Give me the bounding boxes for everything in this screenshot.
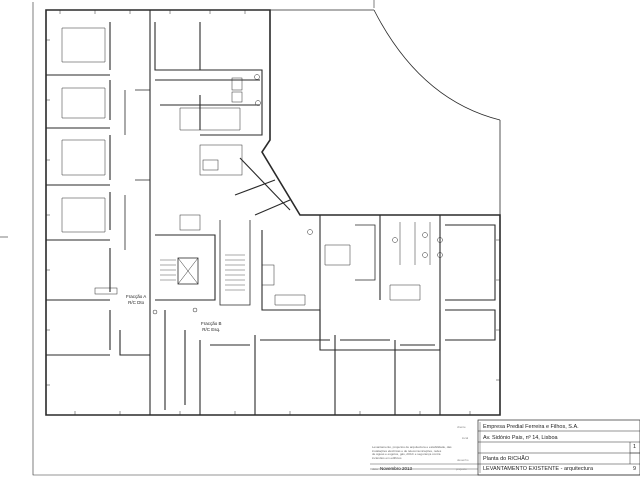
window-marks xyxy=(46,10,500,415)
courtyard-arc xyxy=(373,9,501,121)
room-sub: R/C Esq. xyxy=(202,326,221,332)
tb-label-desenho: desenho xyxy=(457,458,469,462)
upper-rooms xyxy=(149,10,263,180)
room-name: Fracção B xyxy=(201,321,222,326)
tb-note: Levantamento, projectos de arquitectura … xyxy=(372,445,452,460)
tb-project: LEVANTAMENTO EXISTENTE - arquitectura xyxy=(483,466,594,472)
stair-core xyxy=(149,144,251,415)
tb-label-local: local xyxy=(462,436,469,440)
tb-label-cliente: cliente xyxy=(457,425,466,429)
room-label-fraccao-b: Fracção B R/C Esq. xyxy=(201,321,222,332)
room-sub: R/C Dto xyxy=(128,299,145,305)
title-block xyxy=(370,419,640,476)
left-rooms xyxy=(46,22,151,356)
sheet-frame xyxy=(32,2,640,476)
tb-sheet-mark-2: 9 xyxy=(633,466,637,472)
tb-label-projecto: projecto xyxy=(456,467,467,471)
right-rooms xyxy=(261,215,496,351)
building-outline xyxy=(45,9,501,416)
tb-label-data: data xyxy=(372,467,378,471)
tb-sheet-mark-1: 1 xyxy=(633,444,637,450)
tb-drawing-title: Planta do R/CHÃO xyxy=(483,456,530,462)
diagonal-wing xyxy=(234,151,301,216)
room-label-fraccao-a: Fracção A R/C Dto xyxy=(126,294,146,305)
fixture-bench xyxy=(94,287,118,295)
bottom-rooms xyxy=(119,309,496,415)
tb-company: Empresa Predial Ferreira e Filhos, S.A. xyxy=(483,424,579,430)
tb-date: Novembro 2013 xyxy=(380,466,413,471)
tb-address: Av. Sidónio Pais, nº 14, Lisboa xyxy=(483,435,558,441)
room-name: Fracção A xyxy=(126,294,147,299)
